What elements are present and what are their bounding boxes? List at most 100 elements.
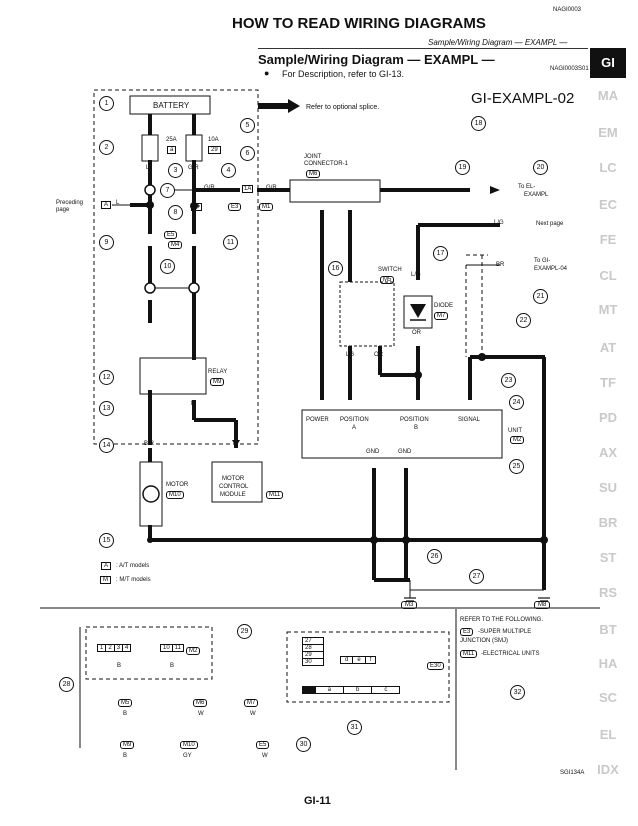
pin: 11 bbox=[174, 645, 181, 651]
tab-lc[interactable]: LC bbox=[599, 160, 617, 175]
joint-connector-label-2: CONNECTOR-1 bbox=[304, 161, 348, 167]
tab-tf[interactable]: TF bbox=[600, 375, 616, 390]
connector-m-top: M bbox=[191, 203, 202, 211]
tab-pd[interactable]: PD bbox=[598, 410, 618, 425]
legend-mt-models: : M/T models bbox=[116, 577, 151, 583]
tab-cl[interactable]: CL bbox=[599, 268, 617, 283]
tab-em[interactable]: EM bbox=[598, 125, 618, 140]
tab-br[interactable]: BR bbox=[598, 515, 618, 530]
tab-ha[interactable]: HA bbox=[598, 656, 618, 671]
connector-detail-m7: M7 bbox=[244, 699, 259, 707]
connector-detail-m2: M2 bbox=[186, 647, 201, 655]
tab-ec[interactable]: EC bbox=[598, 197, 618, 212]
connector-detail-m6: M6 bbox=[193, 699, 208, 707]
harness-frame bbox=[93, 89, 259, 445]
callout-25: 25 bbox=[509, 459, 524, 474]
callout-13: 13 bbox=[99, 401, 114, 416]
reference-electrical-units: -ELECTRICAL UNITS bbox=[481, 651, 540, 657]
figure-code: SGI134A bbox=[560, 770, 585, 776]
refer-arrow bbox=[258, 99, 300, 113]
reference-m11: M11 bbox=[460, 650, 478, 658]
diagram-id: GI-EXAMPL-02 bbox=[471, 90, 575, 107]
connector-detail-gy: GY bbox=[183, 753, 192, 759]
header-code: NAGI0003 bbox=[553, 7, 582, 13]
callout-5: 5 bbox=[240, 118, 255, 133]
wire-lg-diode: L/G bbox=[411, 272, 421, 278]
pin: f bbox=[369, 657, 372, 663]
fuse-25a-id: a bbox=[167, 146, 177, 154]
tab-bt[interactable]: BT bbox=[599, 622, 617, 637]
ground-m3: M3 bbox=[401, 601, 418, 609]
fuse-25a-body bbox=[141, 134, 159, 162]
unit-label: UNIT bbox=[508, 428, 522, 434]
tab-gi[interactable]: GI bbox=[590, 48, 626, 78]
wire-l-label: L bbox=[146, 165, 150, 171]
diode-label: DIODE bbox=[434, 303, 454, 309]
to-el-label-2: EXAMPL bbox=[524, 192, 549, 198]
connector-group-2 bbox=[286, 631, 450, 703]
motor-control-module-box bbox=[211, 461, 263, 503]
switch-box bbox=[339, 281, 395, 347]
callout-32: 32 bbox=[510, 685, 525, 700]
pin: e bbox=[353, 657, 366, 663]
page-title: HOW TO READ WIRING DIAGRAMS bbox=[232, 15, 486, 32]
connector-detail-b-3: B bbox=[123, 711, 128, 717]
ground-m8: M8 bbox=[534, 601, 551, 609]
reference-e3: E3 bbox=[460, 628, 474, 636]
connector-m7: M7 bbox=[434, 312, 449, 320]
reference-smj: -SUPER MULTIPLE bbox=[478, 629, 532, 635]
callout-17: 17 bbox=[433, 246, 448, 261]
connector-m11: M11 bbox=[266, 491, 284, 499]
tab-fe[interactable]: FE bbox=[599, 232, 617, 247]
fuse-10a-body bbox=[185, 134, 203, 162]
tab-ma[interactable]: MA bbox=[597, 88, 619, 103]
callout-12: 12 bbox=[99, 370, 114, 385]
tab-st[interactable]: ST bbox=[599, 550, 617, 565]
callout-27: 27 bbox=[469, 569, 484, 584]
callout-3: 3 bbox=[168, 163, 183, 178]
pin: 1 bbox=[98, 645, 107, 651]
unit-gnd-label: GND bbox=[366, 449, 380, 455]
callout-8: 8 bbox=[168, 205, 183, 220]
callout-9: 9 bbox=[99, 235, 114, 250]
connector-m6: M6 bbox=[306, 170, 321, 178]
page-number: GI-11 bbox=[304, 795, 331, 807]
tab-ax[interactable]: AX bbox=[598, 445, 618, 460]
fuse-10a-id: 29 bbox=[208, 146, 221, 154]
tab-at[interactable]: AT bbox=[599, 340, 617, 355]
preceding-page-label-2: page bbox=[56, 207, 70, 213]
tab-rs[interactable]: RS bbox=[598, 585, 618, 600]
section-title: Sample/Wiring Diagram — EXAMPL — bbox=[258, 52, 495, 67]
to-gi-label-2: EXAMPL-04 bbox=[534, 266, 568, 272]
page-subtitle: Sample/Wiring Diagram — EXAMPL — bbox=[428, 38, 568, 47]
tab-idx[interactable]: IDX bbox=[597, 762, 619, 777]
wire-gr-label: G/R bbox=[188, 165, 199, 171]
wire-gr-label-2: G/R bbox=[204, 185, 215, 191]
callout-11: 11 bbox=[223, 235, 238, 250]
connector-grid-e30-left: 27 28 29 30 bbox=[302, 637, 324, 666]
terminal-1a: 1A bbox=[242, 185, 254, 193]
wire-gr-label-3: G/R bbox=[266, 185, 277, 191]
header-rule bbox=[258, 48, 588, 49]
connector-m9: M9 bbox=[210, 378, 225, 386]
tab-su[interactable]: SU bbox=[598, 480, 618, 495]
connector-detail-w-2: W bbox=[250, 711, 256, 717]
connector-a-left: A bbox=[101, 201, 112, 209]
pin: 3 bbox=[115, 645, 124, 651]
to-el-label: To EL- bbox=[518, 184, 536, 190]
tab-mt[interactable]: MT bbox=[598, 302, 618, 317]
legend-a-symbol: A bbox=[101, 562, 112, 570]
connector-grid-e30-abc: ■ a b c bbox=[302, 686, 401, 694]
connector-detail-e5: E5 bbox=[256, 741, 270, 749]
callout-1: 1 bbox=[99, 96, 114, 111]
connector-grid-m2-a: 1 2 3 4 bbox=[97, 644, 132, 652]
refer-splice-note: Refer to optional splice. bbox=[306, 104, 380, 111]
callout-19: 19 bbox=[455, 160, 470, 175]
tab-el[interactable]: EL bbox=[599, 727, 617, 742]
legend-m-symbol: M bbox=[100, 576, 111, 584]
unit-position-a-label: POSITION bbox=[340, 417, 369, 423]
motor-symbol bbox=[142, 485, 160, 503]
tab-sc[interactable]: SC bbox=[598, 690, 618, 705]
mcm-label-2: CONTROL bbox=[219, 484, 249, 490]
